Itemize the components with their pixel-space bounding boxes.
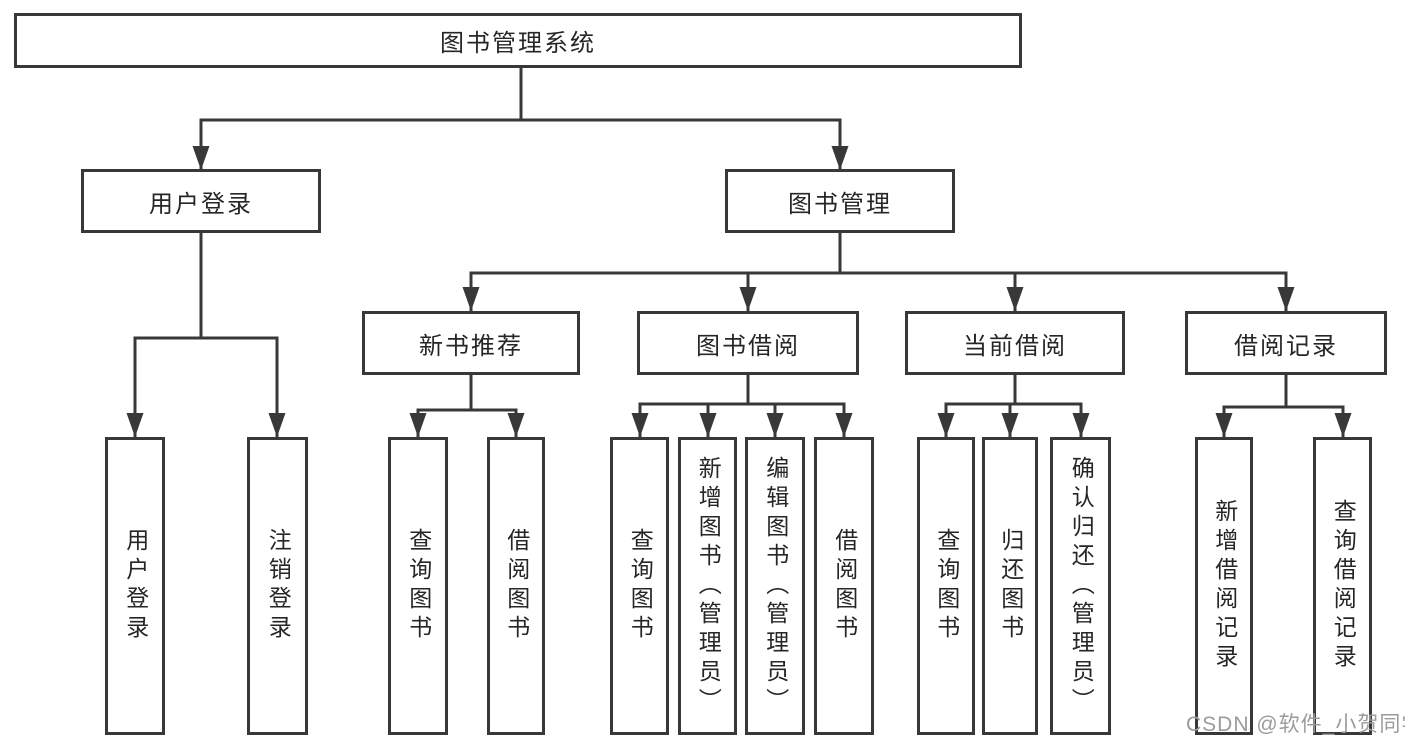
node-edit-books-admin: 编辑图书（管理员） [745,437,805,735]
node-new-book-recommendation: 新书推荐 [362,311,580,375]
node-logout-leaf: 注销登录 [247,437,308,735]
node-user-login-leaf: 用户登录 [105,437,165,735]
node-query-books-recommend: 查询图书 [388,437,448,735]
node-borrow-books-recommend: 借阅图书 [487,437,545,735]
node-library-management-system: 图书管理系统 [14,13,1022,68]
node-query-borrow-record: 查询借阅记录 [1313,437,1372,735]
node-add-borrow-record: 新增借阅记录 [1195,437,1253,735]
node-add-books-admin: 新增图书（管理员） [678,437,737,735]
node-return-books: 归还图书 [982,437,1038,735]
node-book-borrowing: 图书借阅 [637,311,859,375]
node-borrow-books-borrowing: 借阅图书 [814,437,874,735]
node-book-management: 图书管理 [725,169,955,233]
node-query-books-borrowing: 查询图书 [610,437,669,735]
csdn-watermark: CSDN @软件_小贺同学 [1186,713,1405,736]
node-query-books-current: 查询图书 [917,437,975,735]
node-confirm-return-admin: 确认归还（管理员） [1050,437,1111,735]
node-current-borrowing: 当前借阅 [905,311,1125,375]
node-borrowing-records: 借阅记录 [1185,311,1387,375]
node-user-login: 用户登录 [81,169,321,233]
